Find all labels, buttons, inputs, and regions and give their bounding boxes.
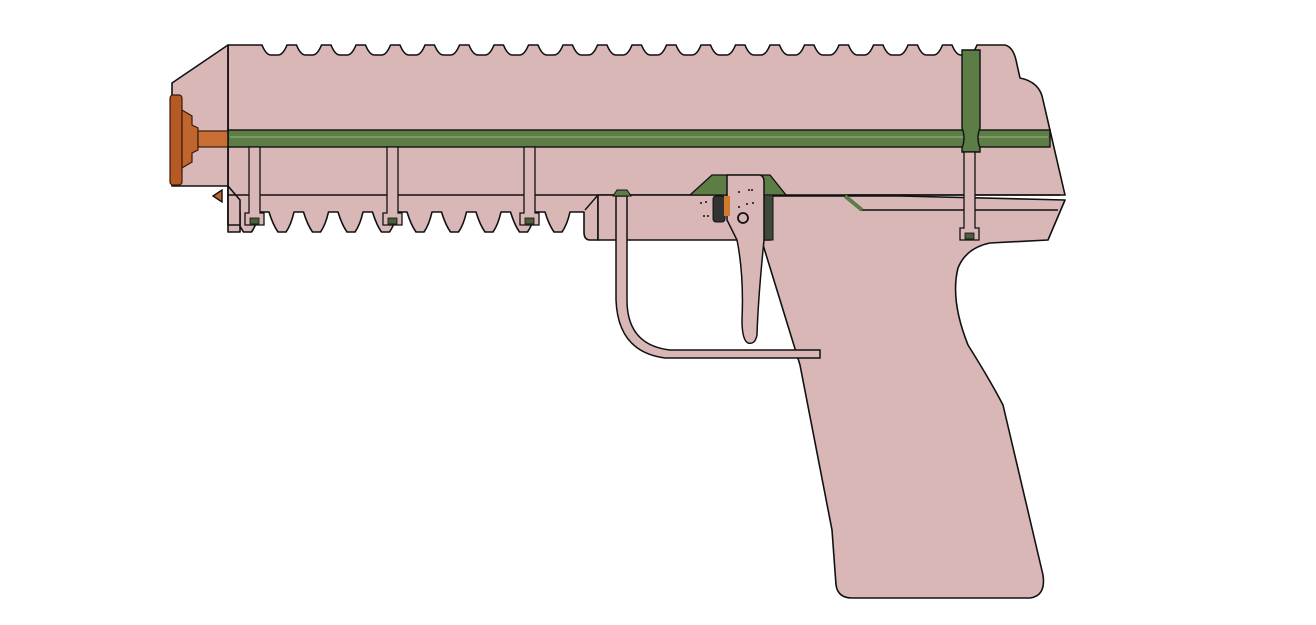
guard-pin-head xyxy=(612,189,632,197)
screw xyxy=(519,146,540,226)
screw xyxy=(382,146,403,226)
sear xyxy=(712,195,726,223)
screw xyxy=(244,146,265,226)
sear-spring xyxy=(724,196,730,216)
trigger-guard xyxy=(615,195,821,359)
trigger xyxy=(726,174,765,345)
screw-nut xyxy=(249,217,260,225)
grip xyxy=(759,195,1066,599)
pistol-body xyxy=(171,44,1066,599)
rear-rod xyxy=(961,49,981,153)
screw-nut xyxy=(524,217,535,225)
screw-nut xyxy=(387,217,398,225)
screws xyxy=(244,146,980,241)
detail-dots xyxy=(700,189,754,217)
screw xyxy=(959,151,980,241)
internal-lines xyxy=(211,48,1060,225)
screw-nut xyxy=(964,232,975,240)
barrel xyxy=(227,129,1051,148)
end-cap xyxy=(169,94,229,186)
trigger-pin xyxy=(737,212,749,224)
